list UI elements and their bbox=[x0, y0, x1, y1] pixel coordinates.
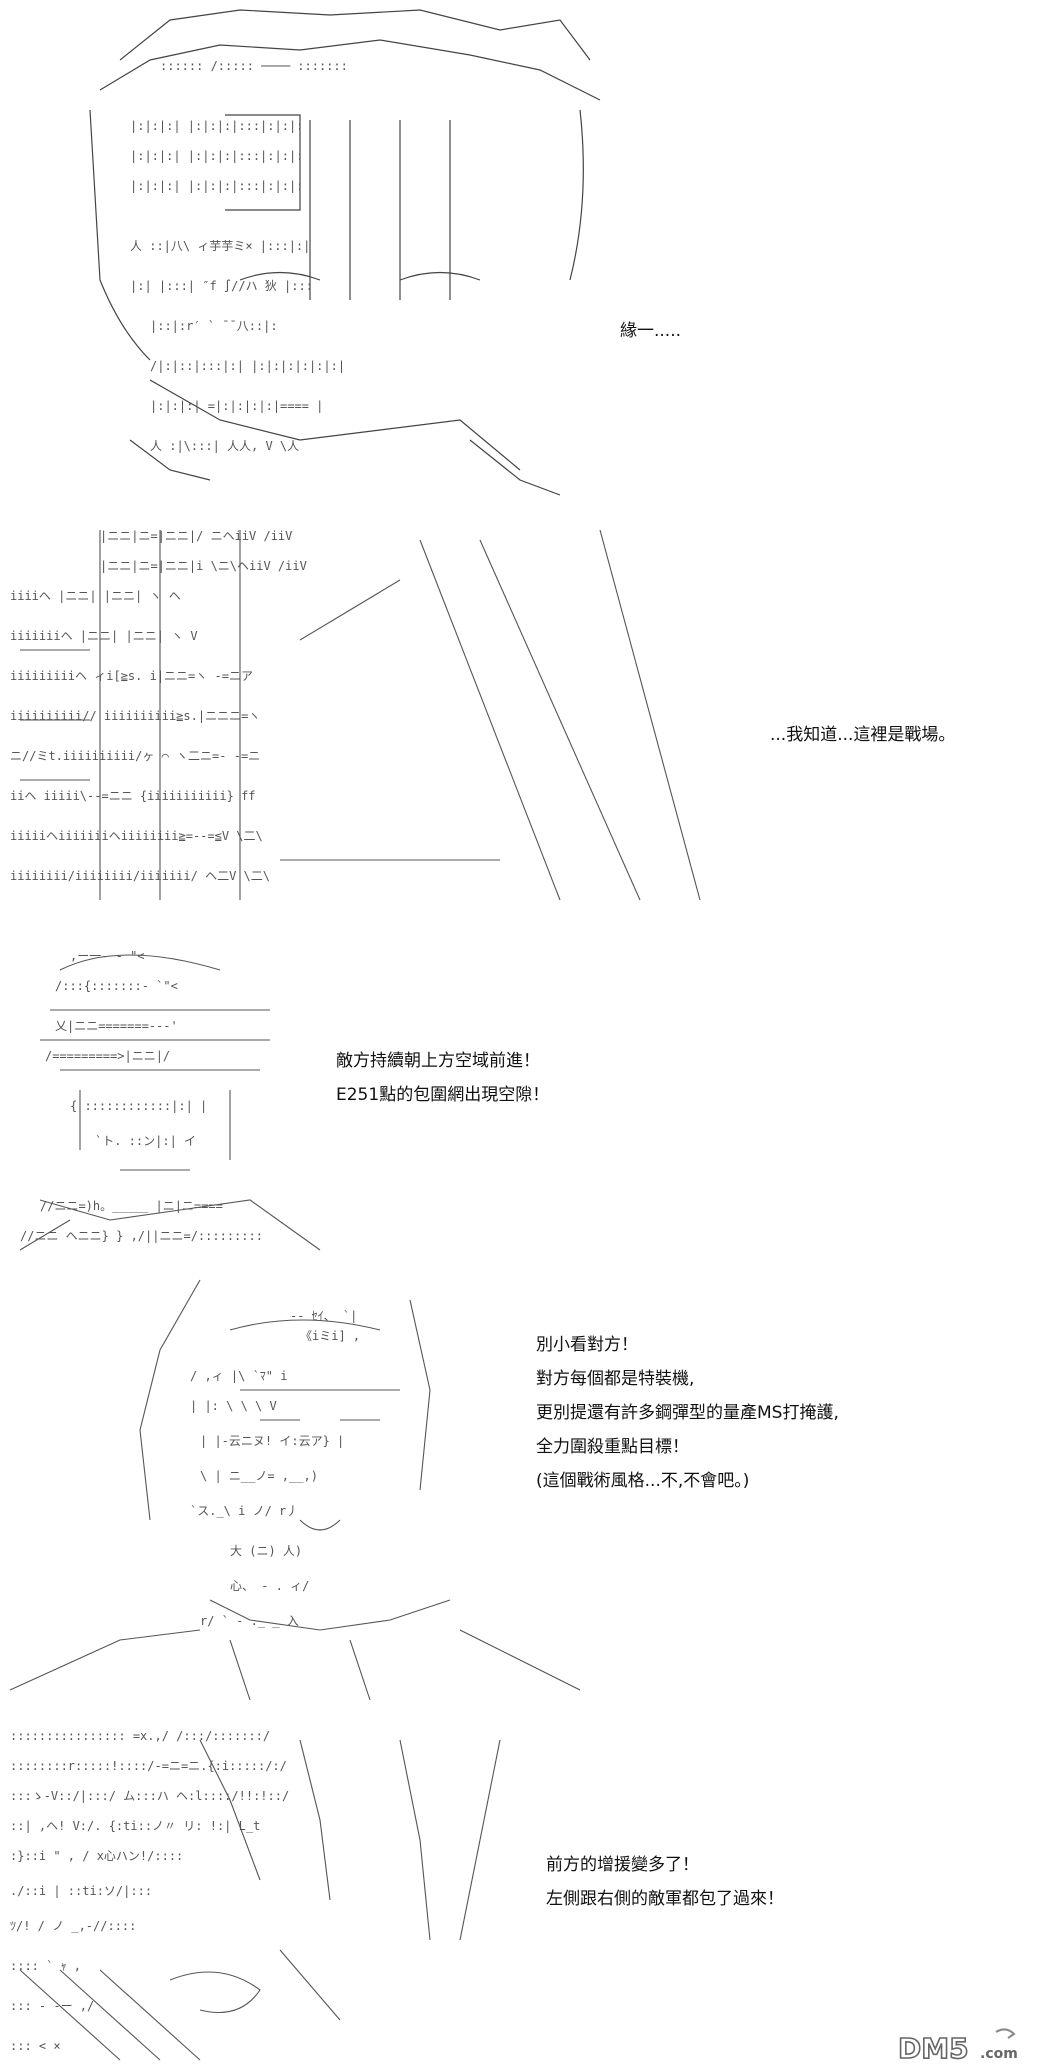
svg-text:::: - -ー ,/: ::: - -ー ,/ bbox=[10, 1999, 94, 2013]
panel-2: |ニニ|ニ=|ニニ|/ ニヘiiV /iiV |ニニ|ニ=|ニニ|i \ニ\ヘi… bbox=[0, 520, 1040, 910]
svg-text:|:|:|:| |:|:|:|:::|:|:|:: |:|:|:| |:|:|:|:::|:|:|: bbox=[130, 179, 303, 193]
dialogue-line: 對方每個都是特裝機, bbox=[536, 1369, 695, 1389]
svg-text:iiiiiiiヘ |ニニ| |ニニ| ヽ V: iiiiiiiヘ |ニニ| |ニニ| ヽ V bbox=[10, 629, 198, 643]
panel-3-dialogue: 敵方持續朝上方空域前進！ E251點的包圍網出現空隙！ bbox=[336, 1044, 549, 1112]
svg-text:iiiiiヘiiiiiiiヘiiiiiiii≧=--=≦V: iiiiiヘiiiiiiiヘiiiiiiii≧=--=≦V \二\ bbox=[10, 829, 263, 843]
svg-text:`ス._\ i ノ/ r丿: `ス._\ i ノ/ r丿 bbox=[190, 1504, 298, 1518]
svg-text:ﾂ/! / ノ _,-//::::: ﾂ/! / ノ _,-//:::: bbox=[10, 1919, 136, 1933]
panel-1-dialogue: 緣一..... bbox=[620, 314, 681, 348]
svg-text:人 ::|八\ ィ芋芋ミ× |:::|:|: 人 ::|八\ ィ芋芋ミ× |:::|:| bbox=[130, 239, 310, 253]
svg-text:乂|ニニ=======--‐': 乂|ニニ=======--‐' bbox=[55, 1019, 178, 1033]
svg-text:|:|:|:| =|:|:|:|:|==== |: |:|:|:| =|:|:|:|:|==== | bbox=[150, 399, 323, 413]
svg-text:`ト. ::ン|:| イ: `ト. ::ン|:| イ bbox=[95, 1134, 196, 1148]
panel-4: -- ｾｲ、 `| 《iミi] , / ,ィ |\ `ﾏ" i | |: \ \… bbox=[0, 1270, 1040, 1710]
panel-3-art: ,ー一- - "< /:::{:::::::- `"< 乂|ニニ=======-… bbox=[19, 949, 321, 1251]
svg-text:::| ,ヘ! V:/. {:ti::ノ〃 リ: !:|: ::| ,ヘ! V:/. {:ti::ノ〃 リ: !:| L_t bbox=[10, 1819, 260, 1833]
dialogue-line: 左側跟右側的敵軍都包了過來！ bbox=[546, 1889, 784, 1909]
panel-5: :::::::::::::::: =x.,/ /:::/:::::::/ :::… bbox=[0, 1720, 1040, 2072]
svg-text:iiiiヘ |ニニ| |ニニ| ヽ ヘ: iiiiヘ |ニニ| |ニニ| ヽ ヘ bbox=[10, 589, 181, 603]
svg-text:| |: \ \ \ V: | |: \ \ \ V bbox=[190, 1399, 277, 1413]
svg-text:/|:|::|:::|:| |:|:|:|:|:|:|: /|:|::|:::|:| |:|:|:|:|:|:| bbox=[150, 359, 345, 373]
svg-text:|::|:r′ ` ̄ ̄ 八::|:: |::|:r′ ` ̄ ̄ 八::|: bbox=[150, 319, 278, 333]
logo-suffix: .com bbox=[980, 2046, 1018, 2062]
site-logo: DM5 .com bbox=[897, 2028, 1018, 2066]
svg-text::}::i " , / x心ハン!/:: :}::i " , / x心ハン!/:::: bbox=[10, 1849, 183, 1863]
svg-text::::::: /::::: ──── :::::::: :::::: /::::: ──── ::::::: bbox=[160, 59, 348, 73]
svg-text://ニニ ヘニニ} } ,/||ニニ=/:::::::::: //ニニ ヘニニ} } ,/||ニニ=/::::::::: bbox=[20, 1229, 263, 1243]
svg-text:/=========>|ニニ|/: /=========>|ニニ|/ bbox=[45, 1049, 170, 1063]
svg-text:r/ ` - ._ _ 入: r/ ` - ._ _ 入 bbox=[200, 1614, 299, 1628]
svg-text://ニニ=)h。_____ |ニ|ニ====: //ニニ=)h。_____ |ニ|ニ==== bbox=[40, 1199, 223, 1213]
dialogue-line: 更別提還有許多鋼彈型的量產MS打掩護, bbox=[536, 1403, 839, 1423]
svg-text:大 (ニ) 人): 大 (ニ) 人) bbox=[230, 1544, 302, 1558]
svg-text::::ゝ-V::/|:::/ ム:::ハ ヘ:l::::/: :::ゝ-V::/|:::/ ム:::ハ ヘ:l::::/!!:!::/ bbox=[10, 1789, 289, 1803]
svg-text:{ ::::::::::::|:| |: { ::::::::::::|:| | bbox=[70, 1099, 207, 1113]
svg-text:./::i | ::ti:ソ/|::: ./::i | ::ti:ソ/|::: bbox=[10, 1884, 152, 1898]
dialogue-line: 緣一..... bbox=[620, 321, 682, 341]
panel-2-dialogue: ...我知道...這裡是戰場。 bbox=[770, 718, 955, 752]
dialogue-line: 敵方持續朝上方空域前進！ bbox=[336, 1051, 540, 1071]
dialogue-line: ...我知道...這裡是戰場。 bbox=[770, 725, 956, 745]
panel-1-art: :::::: /::::: ──── ::::::: |:|:|:| |:|:|… bbox=[89, 9, 601, 496]
panel-5-art: :::::::::::::::: =x.,/ /:::/:::::::/ :::… bbox=[10, 1729, 501, 2061]
svg-text:iiiiiiiiiヘ ィi[≧s. i|ニニ=ヽ -=ニア: iiiiiiiiiヘ ィi[≧s. i|ニニ=ヽ -=ニア bbox=[10, 669, 253, 683]
svg-text:::::::::r:::::!::::/-=ニ=ニ.{:i:: ::::::::r:::::!::::/-=ニ=ニ.{:i:::::/:/ bbox=[10, 1759, 287, 1773]
svg-text:-- ｾｲ、 `|: -- ｾｲ、 `| bbox=[290, 1309, 357, 1323]
svg-text:|ニニ|ニ=|ニニ|i \ニ\ヘiiV /iiV: |ニニ|ニ=|ニニ|i \ニ\ヘiiV /iiV bbox=[100, 559, 307, 573]
svg-text:::: < ×: ::: < × bbox=[10, 2039, 61, 2053]
svg-text:人 :|\:::| 人人, V \人: 人 :|\:::| 人人, V \人 bbox=[150, 439, 299, 453]
svg-text:心、 ‐ . ィ/: 心、 ‐ . ィ/ bbox=[230, 1579, 309, 1593]
svg-text::::::::::::::::: =x.,/ /:::/:: :::::::::::::::: =x.,/ /:::/:::::::/ bbox=[10, 1729, 270, 1743]
panel-5-dialogue: 前方的增援變多了！ 左側跟右側的敵軍都包了過來！ bbox=[546, 1848, 784, 1916]
svg-text:iiiiiiiiii// iiiiiiiiii≧s.|ニニニ: iiiiiiiiii// iiiiiiiiii≧s.|ニニニ=ヽ bbox=[10, 709, 260, 723]
svg-text:|:| |:::| ″f ∫//ハ 狄 |:::: |:| |:::| ″f ∫//ハ 狄 |::: bbox=[130, 279, 313, 293]
dialogue-line: 全力圍殺重點目標！ bbox=[536, 1437, 689, 1457]
panel-4-dialogue: 別小看對方！ 對方每個都是特裝機, 更別提還有許多鋼彈型的量產MS打掩護, 全力… bbox=[536, 1328, 839, 1498]
dialogue-line: 別小看對方！ bbox=[536, 1335, 638, 1355]
panel-3: ,ー一- - "< /:::{:::::::- `"< 乂|ニニ=======-… bbox=[0, 930, 1040, 1260]
panel-1: :::::: /::::: ──── ::::::: |:|:|:| |:|:|… bbox=[0, 0, 1040, 500]
logo-text: DM5 bbox=[898, 2032, 969, 2065]
svg-text:|:|:|:| |:|:|:|:::|:|:|:: |:|:|:| |:|:|:|:::|:|:|: bbox=[130, 119, 303, 133]
svg-text:/:::{:::::::- `"<: /:::{:::::::- `"< bbox=[55, 979, 178, 993]
svg-text:,ー一- - "<: ,ー一- - "< bbox=[70, 949, 145, 963]
svg-text:ニ//ミt.iiiiiiiiii/ヶ ⌒ ヽ二ニ=- -=ニ: ニ//ミt.iiiiiiiiii/ヶ ⌒ ヽ二ニ=- -=ニ bbox=[10, 749, 260, 763]
dialogue-line: (這個戰術風格...不,不會吧。) bbox=[536, 1471, 750, 1491]
svg-text:iiiiiiii/iiiiiiii/iiiiiii/ ヘ二: iiiiiiii/iiiiiiii/iiiiiii/ ヘ二V \二\ bbox=[10, 869, 270, 883]
svg-text:|:|:|:| |:|:|:|:::|:|:|:: |:|:|:| |:|:|:|:::|:|:|: bbox=[130, 149, 303, 163]
svg-text:《iミi] ,: 《iミi] , bbox=[300, 1329, 360, 1343]
panel-2-art: |ニニ|ニ=|ニニ|/ ニヘiiV /iiV |ニニ|ニ=|ニニ|i \ニ\ヘi… bbox=[10, 529, 701, 901]
panel-4-art: -- ｾｲ、 `| 《iミi] , / ,ィ |\ `ﾏ" i | |: \ \… bbox=[9, 1279, 581, 1701]
svg-text:/ ,ィ |\ `ﾏ" i: / ,ィ |\ `ﾏ" i bbox=[190, 1369, 287, 1383]
svg-text:iiヘ iiiii\--=ニニ {iiiiiiiiiii}: iiヘ iiiii\--=ニニ {iiiiiiiiiii} ff bbox=[10, 789, 256, 803]
svg-text:\ | ニ__ノ= ,__,): \ | ニ__ノ= ,__,) bbox=[200, 1469, 318, 1483]
dialogue-line: E251點的包圍網出現空隙！ bbox=[336, 1085, 550, 1105]
svg-text:| |-云ニヌ! イ:云ア} |: | |-云ニヌ! イ:云ア} | bbox=[200, 1434, 344, 1448]
dialogue-line: 前方的增援變多了！ bbox=[546, 1855, 699, 1875]
svg-text::::: ` ｬ ,: :::: ` ｬ , bbox=[10, 1959, 81, 1973]
svg-text:|ニニ|ニ=|ニニ|/ ニヘiiV /iiV: |ニニ|ニ=|ニニ|/ ニヘiiV /iiV bbox=[100, 529, 292, 543]
